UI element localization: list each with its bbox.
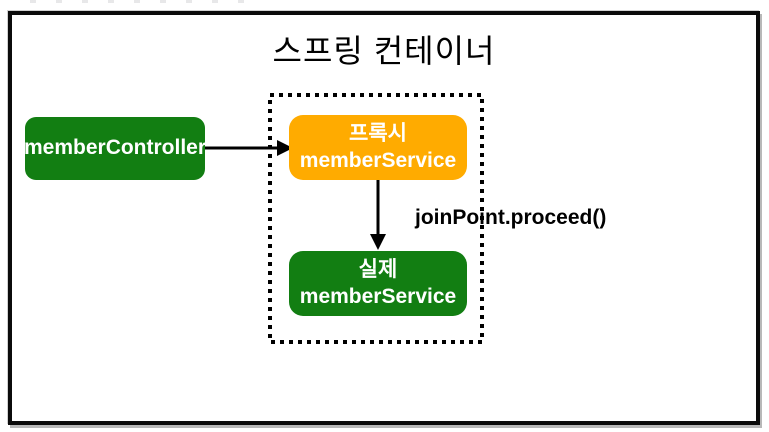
controller-to-proxy-arrow	[205, 140, 293, 156]
proxy-boundary-dotted-box	[268, 93, 484, 344]
join-point-proceed-label: joinPoint.proceed()	[415, 206, 607, 229]
arrow-head	[277, 140, 293, 156]
proxy-to-real-arrow	[370, 180, 386, 250]
spring-container-frame	[8, 11, 760, 425]
member-controller-label: memberController	[23, 136, 207, 160]
real-label-line1: 실제	[358, 257, 398, 281]
arrow-head	[370, 234, 386, 250]
spring-container-title: 스프링 컨테이너	[272, 33, 496, 69]
real-label-line2: memberService	[299, 284, 457, 308]
proxy-label-line1: 프록시	[349, 121, 407, 145]
clipped-text-artifact	[30, 0, 250, 3]
real-member-service-node: 실제 memberService	[289, 251, 467, 316]
dotted-border	[268, 93, 484, 344]
proxy-label-line2: memberService	[299, 148, 457, 172]
proxy-member-service-node: 프록시 memberService	[289, 115, 467, 180]
member-controller-node: memberController	[23, 117, 207, 180]
